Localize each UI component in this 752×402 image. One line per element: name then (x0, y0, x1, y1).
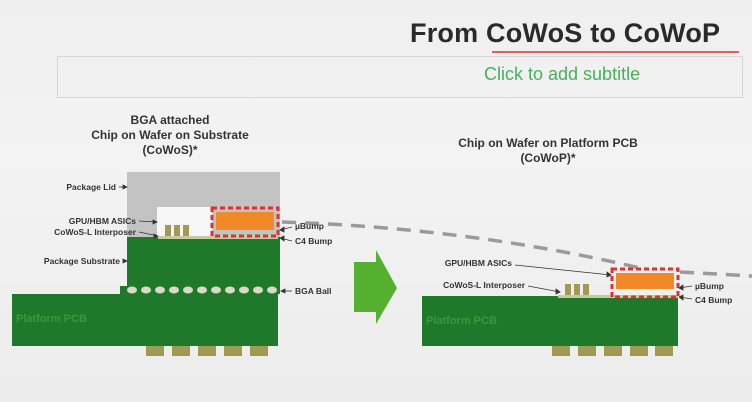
cowop-heading-line1: Chip on Wafer on Platform PCB (458, 136, 638, 150)
platform-pcb-left (12, 294, 278, 346)
subtitle-placeholder[interactable]: Click to add subtitle (484, 64, 641, 84)
label-gpu-hbm-left: GPU/HBM ASICs (68, 216, 136, 226)
right-leader-lines (514, 264, 693, 301)
label-package-substrate: Package Substrate (43, 256, 120, 266)
platform-pcb-right (422, 296, 678, 346)
label-interposer-right: CoWoS-L Interposer (443, 280, 525, 290)
hbm-stack (183, 225, 189, 238)
label-platform-pcb-right: Platform PCB (426, 315, 497, 327)
gpu-asic-chip (216, 212, 274, 230)
label-gpu-hbm-right: GPU/HBM ASICs (444, 258, 512, 268)
pcb-connectors-left (146, 346, 268, 356)
migration-dashed-tail (679, 270, 752, 278)
cowop-heading: Chip on Wafer on Platform PCB (CoWoP)* (430, 136, 666, 166)
cowos-heading-line3: (CoWoS)* (142, 143, 198, 157)
label-interposer-left: CoWoS-L Interposer (54, 227, 136, 237)
slide-title: From CoWoS to CoWoP (410, 18, 721, 48)
spellcheck-underline (492, 51, 739, 53)
transition-arrow-icon (354, 250, 397, 324)
label-ubump-right: µBump (695, 281, 724, 291)
cowop-heading-line2: (CoWoP)* (520, 151, 576, 165)
cowos-heading-line2: Chip on Wafer on Substrate (91, 128, 249, 142)
cowos-heading-line1: BGA attached (130, 113, 210, 127)
hbm-stack (165, 225, 171, 238)
chip-highlight-right (610, 267, 680, 299)
label-ubump-left: µBump (295, 221, 324, 231)
pcb-connectors-right (552, 346, 673, 356)
bga-balls (120, 286, 280, 294)
cowos-heading: BGA attached Chip on Wafer on Substrate … (60, 113, 280, 158)
hbm-stacks-right (565, 284, 589, 297)
subtitle-placeholder-box[interactable] (57, 56, 743, 98)
hbm-stack (174, 225, 180, 238)
migration-dashed-arc (281, 220, 641, 270)
label-bga-ball: BGA Ball (295, 286, 332, 296)
label-c4-left: C4 Bump (295, 236, 333, 246)
gpu-asic-chip-right (616, 273, 674, 289)
left-leader-lines (119, 184, 293, 294)
package-substrate (127, 237, 280, 287)
label-platform-pcb-left: Platform PCB (16, 313, 87, 325)
label-package-lid: Package Lid (66, 182, 116, 192)
label-c4-right: C4 Bump (695, 295, 733, 305)
chip-highlight (210, 206, 280, 238)
